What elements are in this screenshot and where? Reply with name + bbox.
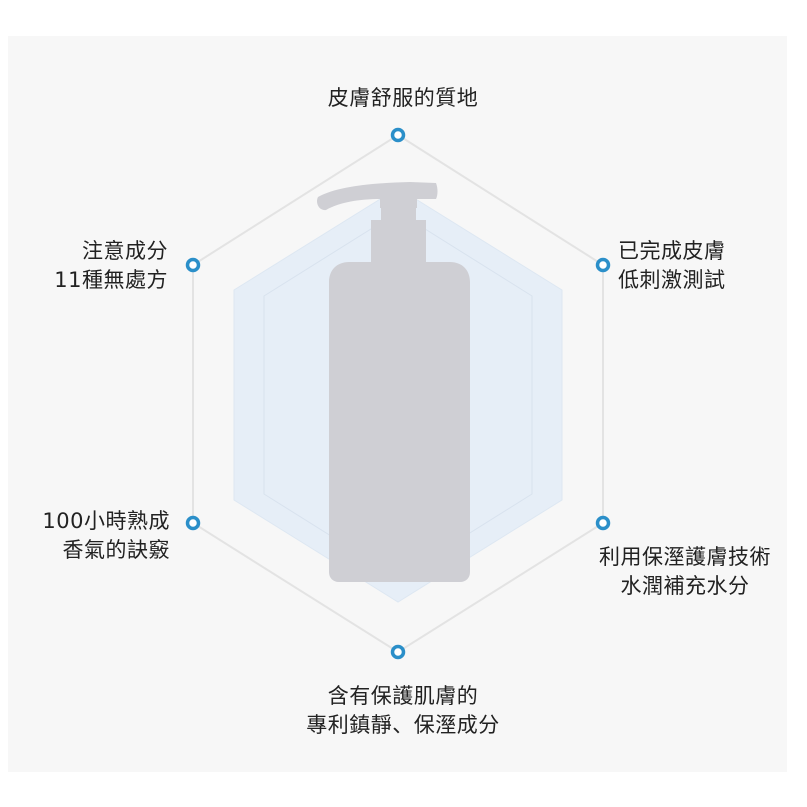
feature-line: 已完成皮膚 [618, 239, 726, 263]
node-marker-upper-left [185, 257, 201, 273]
feature-label-upper-right: 已完成皮膚 低刺激測試 [618, 237, 778, 295]
feature-line: 皮膚舒服的質地 [327, 86, 479, 110]
ring-marker-icon [185, 127, 611, 660]
node-marker-lower-left [185, 515, 201, 531]
node-marker-lower-right [595, 515, 611, 531]
feature-line: 水潤補充水分 [620, 574, 750, 598]
feature-label-upper-left: 注意成分 11種無處方 [28, 237, 168, 295]
feature-label-lower-right: 利用保溼護膚技術 水潤補充水分 [595, 543, 775, 601]
feature-label-top: 皮膚舒服的質地 [253, 84, 553, 113]
node-marker-top [390, 127, 406, 143]
feature-label-lower-left: 100小時熟成 香氣的訣竅 [18, 507, 170, 565]
feature-line: 注意成分 [82, 239, 168, 263]
node-marker-bottom [390, 644, 406, 660]
feature-line: 專利鎮靜、保溼成分 [306, 713, 500, 737]
feature-line: 100小時熟成 [42, 509, 170, 533]
node-marker-upper-right [595, 257, 611, 273]
feature-line: 含有保護肌膚的 [327, 684, 479, 708]
feature-line: 香氣的訣竅 [62, 538, 170, 562]
feature-line: 低刺激測試 [618, 268, 726, 292]
feature-line: 11種無處方 [54, 268, 168, 292]
pump-bottle-icon [316, 182, 470, 582]
feature-line: 利用保溼護膚技術 [599, 545, 771, 569]
feature-label-bottom: 含有保護肌膚的 專利鎮靜、保溼成分 [253, 682, 553, 740]
